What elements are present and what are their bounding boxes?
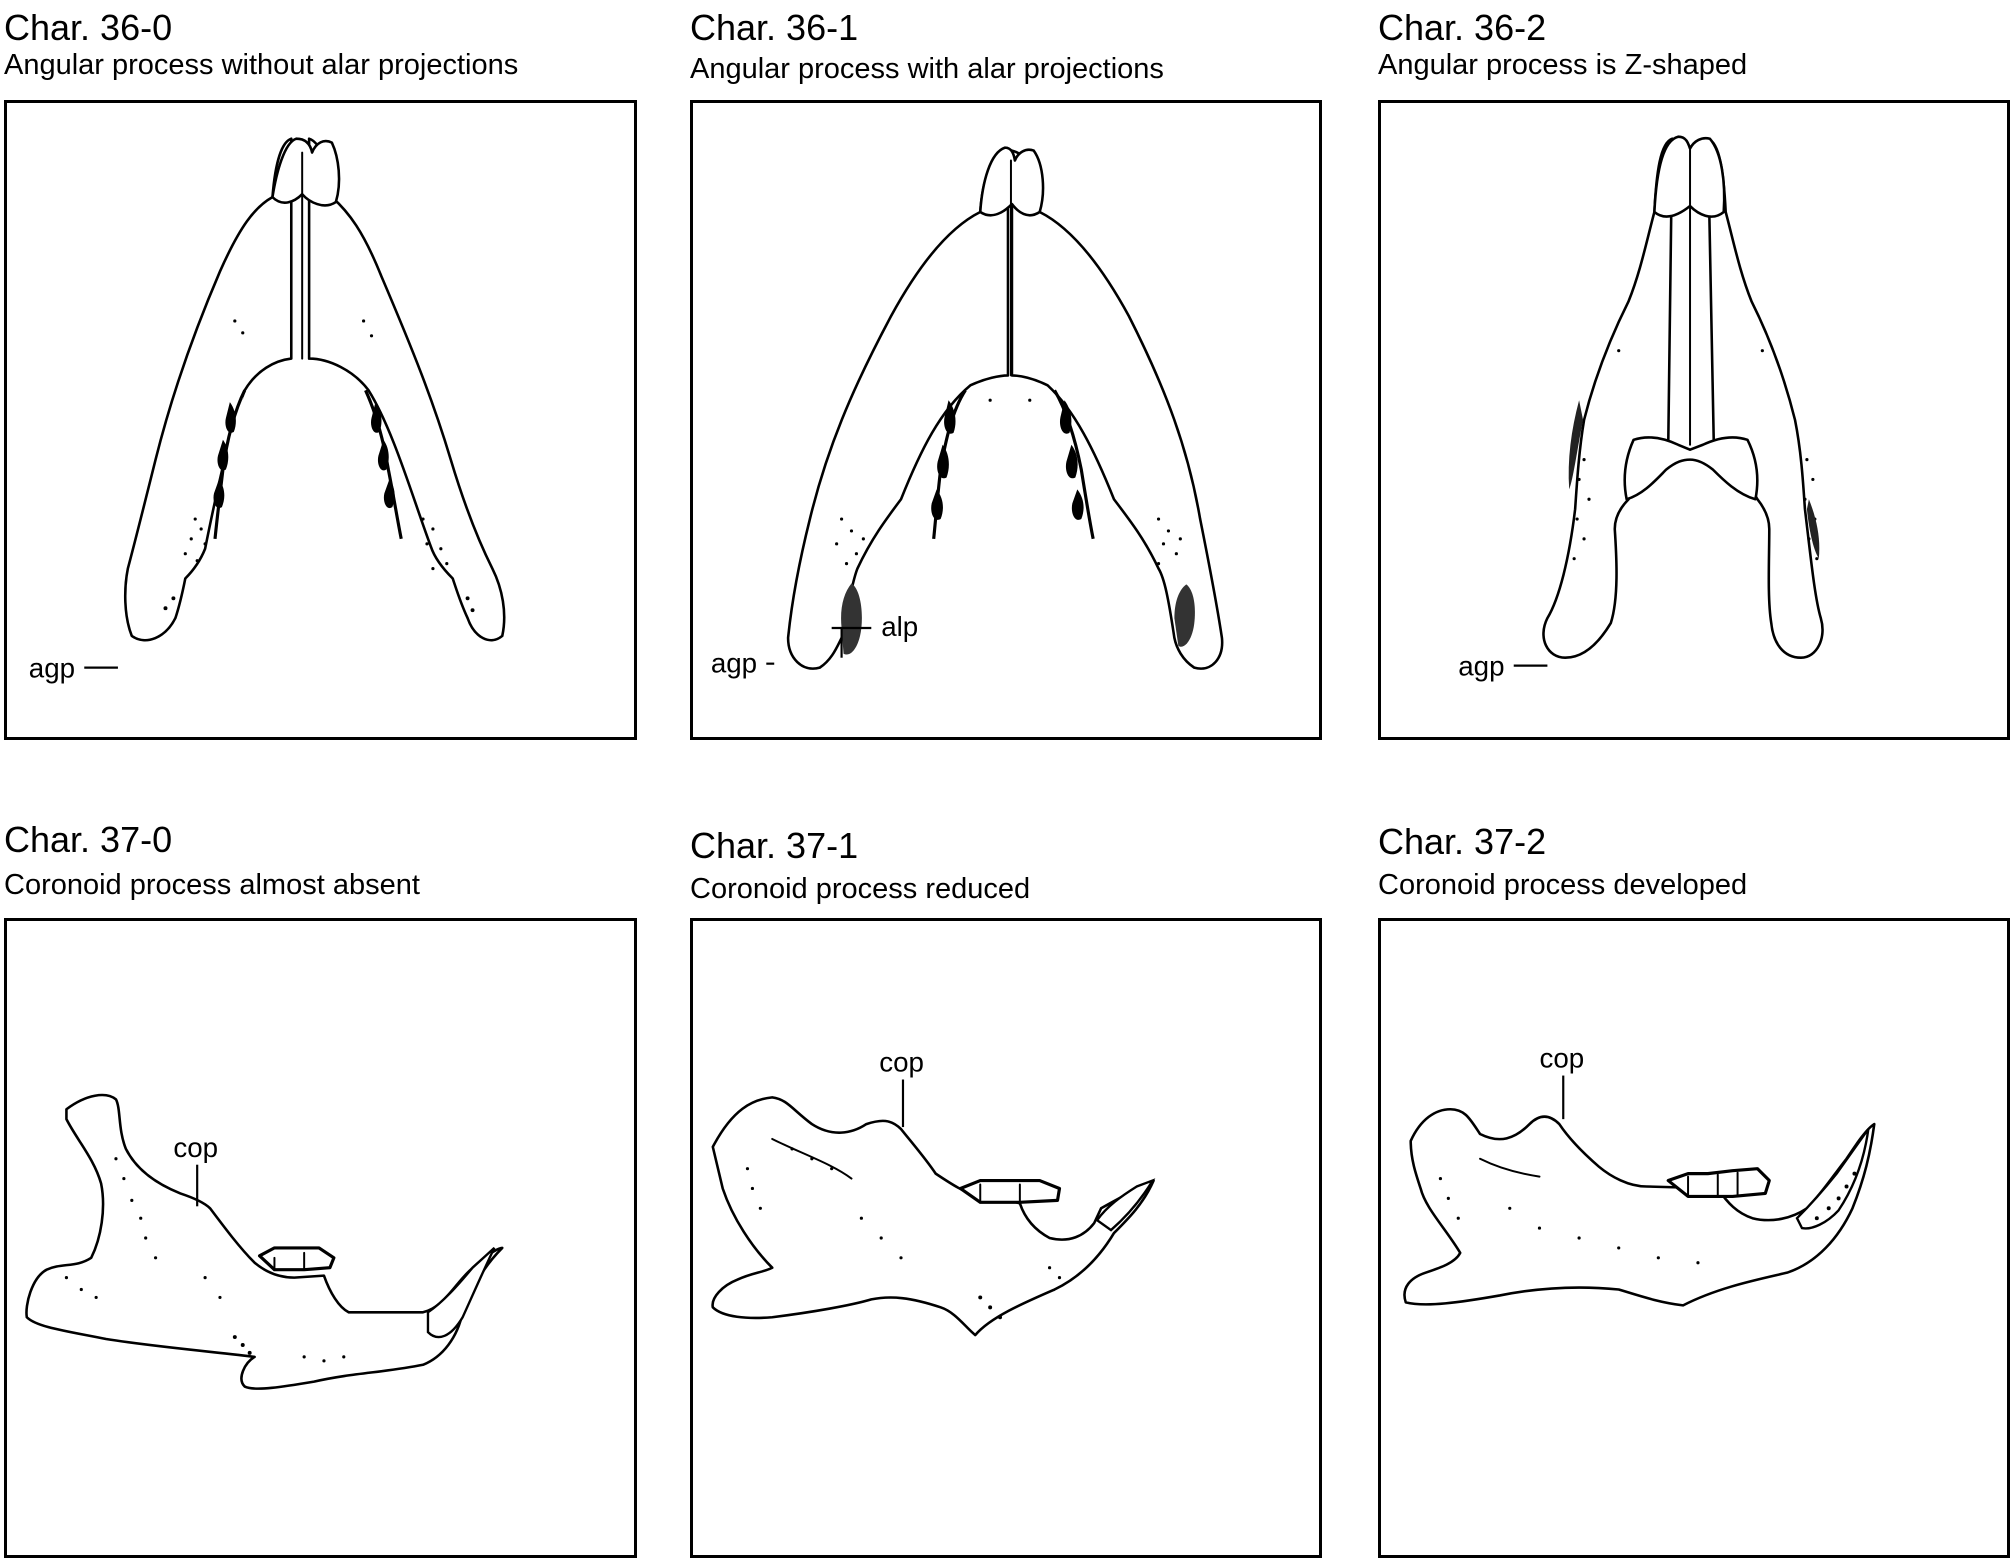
alp-label: alp	[881, 611, 918, 642]
panel-frame-36-1: alp agp	[690, 100, 1322, 740]
panel-frame-37-0: cop	[4, 918, 637, 1558]
mandible-dorsal-view-drawing: agp	[29, 137, 506, 684]
panel-frame-37-2: cop	[1378, 918, 2010, 1558]
panel-subtitle-37-1: Coronoid process reduced	[690, 873, 1031, 905]
agp-label: agp	[29, 653, 75, 684]
panel-subtitle-37-2: Coronoid process developed	[1378, 869, 1748, 901]
panel-title-37-0: Char. 37-0	[4, 819, 173, 860]
mandible-lateral-view-drawing: cop	[711, 1047, 1156, 1337]
panel-title-37-1: Char. 37-1	[690, 825, 859, 866]
panel-frame-36-0: agp	[4, 100, 637, 740]
mandible-lateral-view-drawing: cop	[1403, 1043, 1876, 1307]
mandible-dorsal-view-drawing: alp agp	[711, 146, 1224, 679]
panel-title-36-2: Char. 36-2	[1378, 7, 1547, 48]
panel-title-36-1: Char. 36-1	[690, 7, 859, 48]
mandible-dorsal-view-drawing: agp	[1458, 135, 1824, 682]
agp-label: agp	[711, 648, 757, 679]
panel-subtitle-36-2: Angular process is Z-shaped	[1378, 49, 1748, 81]
panel-frame-36-2: agp	[1378, 100, 2010, 740]
cop-label: cop	[1539, 1043, 1584, 1074]
panel-subtitle-36-1: Angular process with alar projections	[690, 53, 1164, 85]
panel-title-36-0: Char. 36-0	[4, 7, 173, 48]
panel-subtitle-36-0: Angular process without alar projections	[4, 49, 519, 81]
panel-title-37-2: Char. 37-2	[1378, 821, 1547, 862]
panel-subtitle-37-0: Coronoid process almost absent	[4, 869, 420, 901]
cop-label: cop	[879, 1047, 924, 1078]
agp-label: agp	[1458, 651, 1504, 682]
panel-frame-37-1: cop	[690, 918, 1322, 1558]
mandible-lateral-view-drawing: cop	[25, 1093, 504, 1390]
cop-label: cop	[173, 1132, 218, 1163]
